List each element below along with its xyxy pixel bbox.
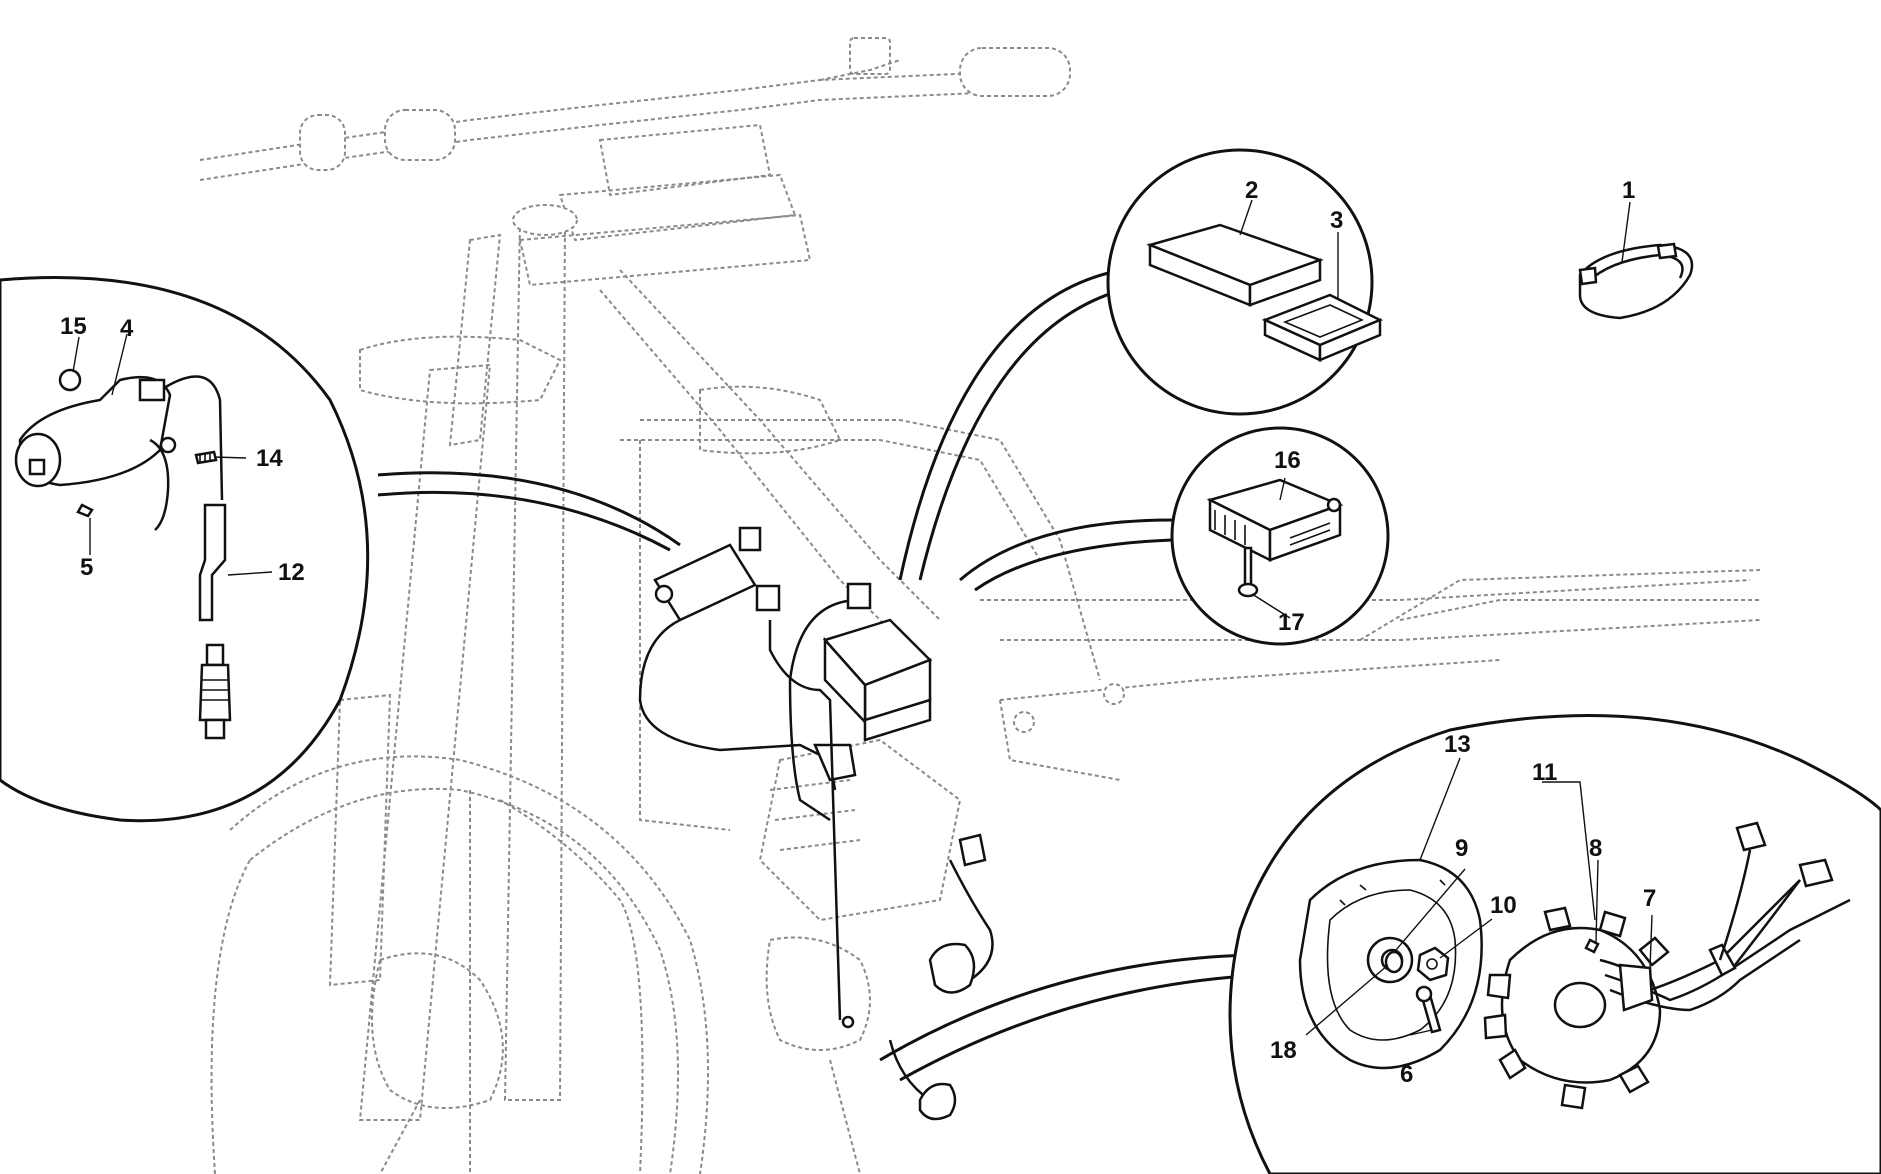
ignition-coil-detail xyxy=(14,368,232,740)
callout-ignition-coil xyxy=(0,276,370,823)
connector-on-frame xyxy=(755,584,781,612)
part-number-leaders xyxy=(72,199,1653,1036)
ignition-coil-on-frame xyxy=(653,526,762,622)
part-number-11: 11 xyxy=(1532,759,1557,786)
lower-pickup-on-frame xyxy=(918,1082,957,1121)
part-number-12: 12 xyxy=(278,559,305,586)
leader-to-regulator-callout xyxy=(959,518,1173,582)
sensor-lead-on-frame xyxy=(948,859,994,982)
part-number-14: 14 xyxy=(256,445,283,472)
pickup-on-frame xyxy=(928,942,976,994)
part-number-17: 17 xyxy=(1278,609,1305,636)
motorcycle-ghost-outline xyxy=(199,37,1761,1174)
connector-on-frame-2 xyxy=(846,582,872,610)
cdi-detail xyxy=(1146,223,1384,362)
lead-elbow xyxy=(813,743,857,782)
washer-detail xyxy=(1384,950,1404,974)
leader-to-cdi-callout-2 xyxy=(918,288,1123,581)
nut-detail xyxy=(1416,946,1450,982)
part-number-2: 2 xyxy=(1245,177,1258,204)
regulator-detail xyxy=(1206,478,1344,598)
cdi-unit-on-frame xyxy=(822,618,933,742)
part-number-5: 5 xyxy=(80,554,93,581)
leader-to-regulator-callout-2 xyxy=(974,538,1173,592)
part-number-10: 10 xyxy=(1490,892,1517,919)
part-number-6: 6 xyxy=(1400,1061,1413,1088)
leader-to-cdi-callout xyxy=(898,268,1123,581)
part-number-9: 9 xyxy=(1455,835,1468,862)
leader-to-coil-callout-2 xyxy=(377,471,681,547)
wire-loop-on-frame xyxy=(788,598,861,822)
part-number-7: 7 xyxy=(1643,885,1656,912)
leader-to-coil-callout xyxy=(377,490,671,552)
part-number-18: 18 xyxy=(1270,1037,1297,1064)
lower-lead-on-frame xyxy=(888,1039,931,1102)
sensor-on-frame xyxy=(958,833,987,867)
part-number-13: 13 xyxy=(1444,731,1471,758)
hose-clamp-detail xyxy=(1578,242,1694,320)
cable-end-on-frame xyxy=(841,1015,855,1029)
part-number-1: 1 xyxy=(1622,177,1635,204)
hv-lead-on-frame xyxy=(638,618,837,791)
wire-harness-on-frame xyxy=(768,620,842,1021)
part-number-16: 16 xyxy=(1274,447,1301,474)
part-number-3: 3 xyxy=(1330,207,1343,234)
stator-wiring-detail xyxy=(1584,821,1851,1012)
leader-to-stator-callout xyxy=(879,953,1253,1062)
part-number-4: 4 xyxy=(120,315,134,342)
screw-detail xyxy=(1415,985,1442,1034)
part-number-15: 15 xyxy=(60,313,87,340)
leader-to-stator-callout-2 xyxy=(899,973,1263,1082)
part-number-8: 8 xyxy=(1589,835,1602,862)
